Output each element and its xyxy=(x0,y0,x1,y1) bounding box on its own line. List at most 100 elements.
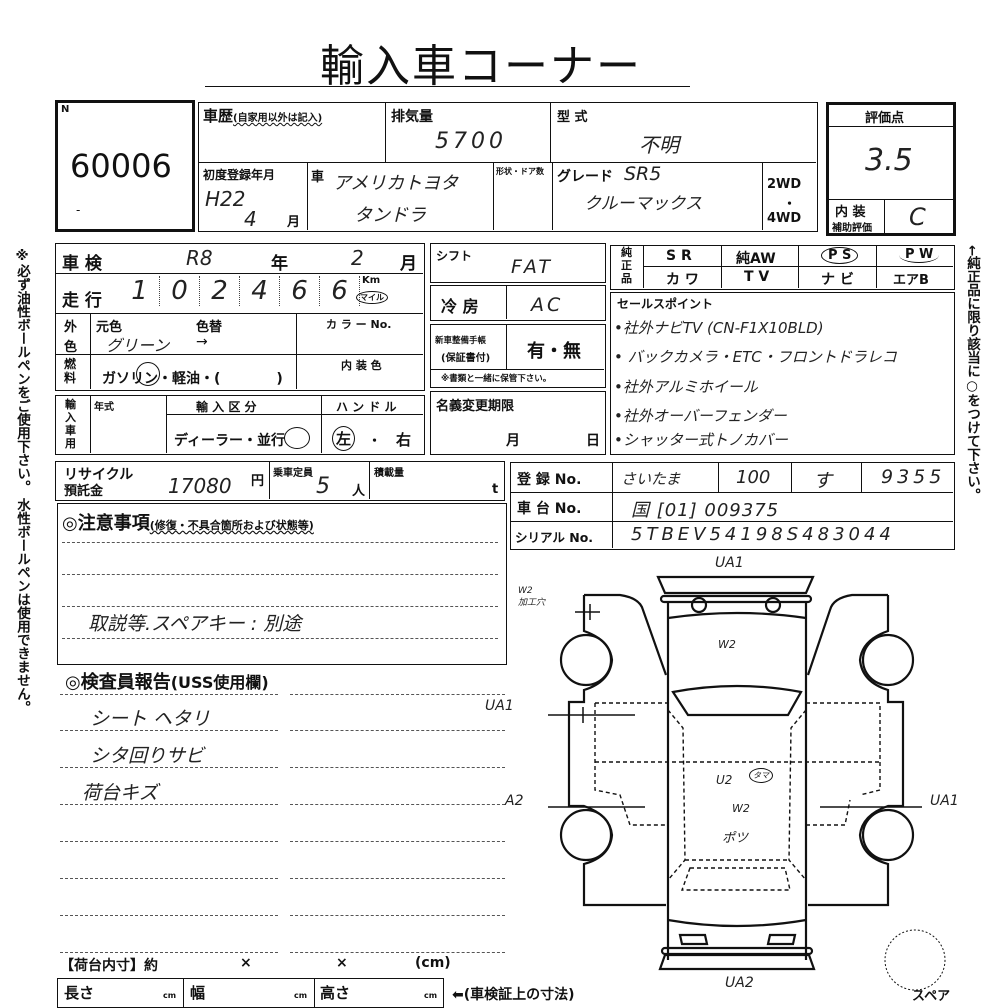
model-code-label: 型 式 xyxy=(557,110,588,125)
lot-box: N 60006 - xyxy=(55,100,195,232)
dims-height: 高さ xyxy=(320,984,351,1002)
mileage-unit-mile-circled[interactable]: マイル xyxy=(356,291,388,304)
mileage-unit-km[interactable]: Km xyxy=(362,275,381,286)
page-title: 輸入車コーナー xyxy=(320,41,642,92)
inspection-era: R8 xyxy=(186,246,213,270)
bed-unit: (cm) xyxy=(415,955,451,971)
load-unit: t xyxy=(492,482,499,497)
genuine-leather[interactable]: カ ワ xyxy=(666,272,699,288)
lot-label: N xyxy=(61,104,70,115)
drive-sep: ・ xyxy=(783,197,797,212)
dims-unit: cm xyxy=(163,991,177,1000)
grade-line1: SR5 xyxy=(624,163,662,185)
dims-width: 幅 xyxy=(190,984,206,1002)
handle-label: ハ ン ド ル xyxy=(336,400,397,414)
displacement-value: 5700 xyxy=(435,129,507,154)
interior-score-value: C xyxy=(909,203,926,231)
damage-mark-rear-glass: W2 xyxy=(718,638,736,651)
drive-2wd[interactable]: 2WD xyxy=(767,177,802,192)
car-name-line2: タンドラ xyxy=(354,205,426,226)
recycle-label2: 預託金 xyxy=(64,484,104,499)
genuine-navi[interactable]: ナ ビ xyxy=(821,272,854,288)
score-label: 評価点 xyxy=(865,111,905,126)
handle-right[interactable]: 右 xyxy=(396,431,412,449)
bed-x2: × xyxy=(336,955,348,971)
recycle-row: リサイクル 預託金 17080 円 乗車定員 5 人 積載量 t xyxy=(55,461,505,501)
import-row: 輸入車用 年式 輸 入 区 分 ディーラー・並行 ハ ン ド ル 左 ・ 右 xyxy=(55,395,425,455)
exterior-orig-value: グリーン xyxy=(106,336,170,355)
handle-left-circled[interactable]: 左 xyxy=(332,426,356,451)
sales-point-item: •シャッター式トノカバー xyxy=(614,431,788,449)
handle-sep: ・ xyxy=(368,434,382,449)
genuine-tv[interactable]: T V xyxy=(744,269,770,285)
car-dashed-panels xyxy=(594,702,946,991)
interior-score-label: 内 装 xyxy=(835,205,866,220)
drive-4wd[interactable]: 4WD xyxy=(767,211,802,226)
history-label: 車歴 xyxy=(203,107,234,125)
recycle-unit: 円 xyxy=(251,474,265,489)
damage-mark-left-low: A2 xyxy=(505,793,524,809)
service-book-options[interactable]: 有・無 xyxy=(527,341,581,362)
shift-value: FAT xyxy=(511,256,554,278)
capacity-label: 乗車定員 xyxy=(273,468,313,479)
car-name-label: 車 xyxy=(311,170,325,185)
serial-value: 5TBEV54198S483044 xyxy=(631,524,895,545)
service-book-cell: 新車整備手帳 (保証書付) 有・無 ※書類と一緒に保管下さい。 xyxy=(430,324,606,388)
name-change-day: 日 xyxy=(586,433,600,449)
mileage-digit: 0 xyxy=(160,276,200,306)
mileage-label: 走 行 xyxy=(62,291,102,311)
color-no-label: カ ラ ー No. xyxy=(326,318,392,331)
name-change-month: 月 xyxy=(506,433,520,449)
registration-kana: す xyxy=(813,470,833,492)
grade-line2: クルーマックス xyxy=(584,194,702,214)
inspection-month-unit: 月 xyxy=(400,254,417,274)
aircon-label: 冷 房 xyxy=(441,297,479,316)
inspection-row: 車 検 R8 年 2 月 走 行 1 0 2 4 6 6 Km マイル 外色 元… xyxy=(55,243,425,391)
damage-mark-right-low: UA1 xyxy=(930,793,959,809)
first-reg-month-unit: 月 xyxy=(287,215,301,230)
mileage-digit: 6 xyxy=(320,276,360,306)
aircon-value: AC xyxy=(531,294,564,316)
damage-leader-lines xyxy=(548,604,922,808)
body-doors-label: 形状・ドア数 xyxy=(496,167,544,176)
mileage-digit: 6 xyxy=(280,276,320,306)
score-value: 3.5 xyxy=(865,143,913,178)
vehicle-info-table: 車歴(自家用以外は記入) 排気量 5700 型 式 不明 初度登録年月 H22 … xyxy=(198,102,818,232)
spare-tire-label[interactable]: スペア xyxy=(912,989,951,1004)
first-reg-label: 初度登録年月 xyxy=(203,168,276,182)
damage-mark-rear-door-left: W2 加工穴 xyxy=(518,586,546,608)
notes-label: ◎注意事項 xyxy=(62,513,150,534)
name-change-label: 名義変更期限 xyxy=(436,399,515,414)
exterior-change-label: 色替 xyxy=(196,320,223,335)
bed-label: 【荷台内寸】約 xyxy=(60,958,158,974)
import-year-label: 年式 xyxy=(94,402,114,413)
inspection-year-unit: 年 xyxy=(271,254,288,274)
load-label: 積載量 xyxy=(374,468,404,479)
genuine-label: 純正品 xyxy=(621,246,632,285)
damage-mark-front: UA2 xyxy=(725,975,754,991)
recycle-value: 17080 xyxy=(168,474,232,498)
interior-score-sub: 補助評価 xyxy=(832,223,872,234)
genuine-aw[interactable]: 純AW xyxy=(736,251,776,267)
grade-label: グレード xyxy=(557,169,613,185)
capacity-unit: 人 xyxy=(352,484,366,499)
genuine-airbag-circled[interactable]: エアB xyxy=(893,273,929,288)
chassis-label: 車 台 No. xyxy=(517,501,582,517)
import-class-options[interactable]: ディーラー・並行 xyxy=(174,433,286,449)
damage-mark-left-mid: UA1 xyxy=(485,698,514,714)
sales-point-item: •社外オーバーフェンダー xyxy=(614,407,787,425)
bed-x1: × xyxy=(240,955,252,971)
genuine-sr[interactable]: S R xyxy=(666,248,692,264)
inspector-lines: シート ヘタリ シタ回りサビ 荷台キズ xyxy=(60,694,510,959)
genuine-ps-circled[interactable]: P S xyxy=(821,247,859,264)
car-name-line1: アメリカトヨタ xyxy=(333,173,459,194)
name-change-cell: 名義変更期限 月 日 xyxy=(430,391,606,455)
genuine-pw-circled[interactable]: P W xyxy=(899,247,940,263)
damage-mark-rear: UA1 xyxy=(715,555,744,571)
aircon-cell: 冷 房 AC xyxy=(430,285,606,321)
sales-point-item: •社外ナビTV (CN-F1X10BLD) xyxy=(614,319,824,337)
history-cell: 車歴(自家用以外は記入) xyxy=(203,105,322,126)
capacity-value: 5 xyxy=(316,474,330,499)
dims-length: 長さ xyxy=(64,984,95,1002)
